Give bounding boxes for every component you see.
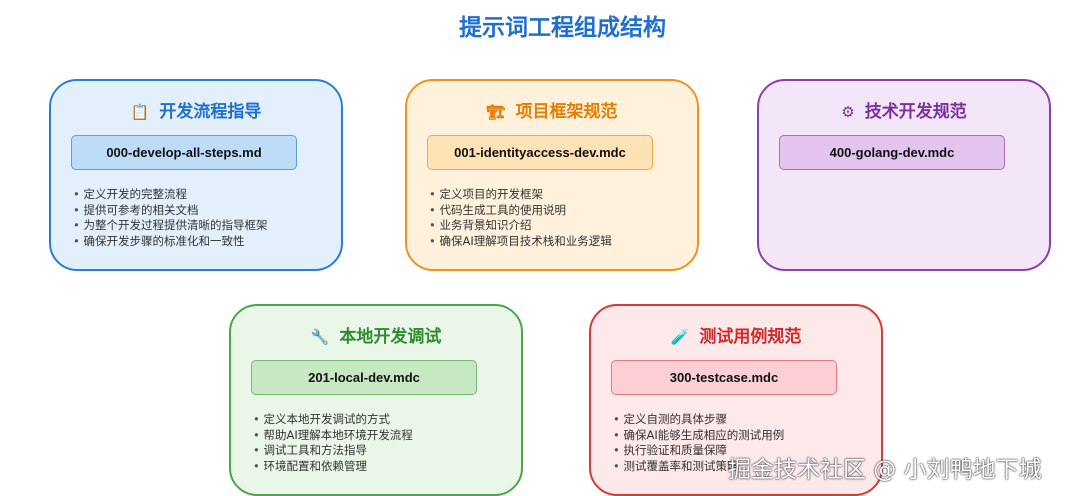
test-tube-icon: 🧪 <box>670 328 690 346</box>
card-4: 🔧 本地开发调试 201-local-dev.mdc 定义本地开发调试的方式帮助AI理… <box>229 304 523 496</box>
bullet-list: 定义本地开发调试的方式帮助AI理解本地环境开发流程调试工具和方法指导环境配置和依… <box>253 412 413 475</box>
card-title-text: 开发流程指导 <box>159 102 262 122</box>
bullet-item: 定义自测的具体步骤 <box>613 412 784 428</box>
bullet-item: 为整个开发过程提供清晰的指导框架 <box>73 218 267 234</box>
card-title: 🔧 本地开发调试 <box>231 322 521 347</box>
bullet-item: 执行验证和质量保障 <box>613 443 784 459</box>
bullet-item: 环境配置和依赖管理 <box>253 459 413 475</box>
card-title: ⚙ 技术开发规范 <box>759 97 1049 122</box>
card-3: ⚙ 技术开发规范 400-golang-dev.mdc <box>757 79 1051 271</box>
bullet-item: 帮助AI理解本地环境开发流程 <box>253 428 412 444</box>
bullet-item: 定义本地开发调试的方式 <box>253 412 413 428</box>
bullet-list: 定义开发的完整流程提供可参考的相关文档为整个开发过程提供清晰的指导框架确保开发步… <box>73 187 267 249</box>
card-title-text: 测试用例规范 <box>699 327 802 347</box>
bullet-item: 代码生成工具的使用说明 <box>429 203 612 219</box>
file-name-box: 000-develop-all-steps.md <box>71 135 297 170</box>
card-title: 🏗 项目框架规范 <box>407 97 697 122</box>
bullet-list: 定义自测的具体步骤确保AI能够生成相应的测试用例执行验证和质量保障测试覆盖率和测… <box>613 412 784 474</box>
bullet-item: 调试工具和方法指导 <box>253 443 413 459</box>
construction-icon: 🏗 <box>486 103 506 121</box>
card-title-text: 项目框架规范 <box>515 102 618 122</box>
card-title-text: 技术开发规范 <box>864 102 967 122</box>
bullet-item: 测试覆盖率和测试策略 <box>613 459 784 475</box>
wrench-icon: 🔧 <box>310 328 330 346</box>
file-name-box: 201-local-dev.mdc <box>251 360 477 395</box>
gear-icon: ⚙ <box>841 103 855 121</box>
bullet-item: 确保开发步骤的标准化和一致性 <box>73 234 267 250</box>
card-title: 📋 开发流程指导 <box>51 97 341 122</box>
bullet-item: 提供可参考的相关文档 <box>73 203 267 219</box>
bullet-item: 确保AI能够生成相应的测试用例 <box>613 428 784 444</box>
card-1: 📋 开发流程指导 000-develop-all-steps.md 定义开发的完整流程… <box>49 79 343 271</box>
page-title: 提示词工程组成结构 <box>459 15 666 41</box>
file-name-box: 001-identityaccess-dev.mdc <box>427 135 653 170</box>
clipboard-icon: 📋 <box>130 103 150 121</box>
card-2: 🏗 项目框架规范 001-identityaccess-dev.mdc 定义项目的开发… <box>405 79 699 271</box>
card-title: 🧪 测试用例规范 <box>591 322 881 347</box>
file-name-box: 300-testcase.mdc <box>611 360 837 395</box>
bullet-item: 业务背景知识介绍 <box>429 218 612 234</box>
bullet-item: 确保AI理解项目技术栈和业务逻辑 <box>429 234 611 250</box>
file-name-box: 400-golang-dev.mdc <box>779 135 1005 170</box>
bullet-item: 定义项目的开发框架 <box>429 187 612 203</box>
card-title-text: 本地开发调试 <box>339 327 442 347</box>
card-5: 🧪 测试用例规范 300-testcase.mdc 定义自测的具体步骤确保AI能够生成… <box>589 304 883 496</box>
watermark: 掘金技术社区 @ 小刘鸭地下城 <box>728 457 1042 483</box>
bullet-list: 定义项目的开发框架代码生成工具的使用说明业务背景知识介绍确保AI理解项目技术栈和… <box>429 187 612 250</box>
bullet-item: 定义开发的完整流程 <box>73 187 267 203</box>
